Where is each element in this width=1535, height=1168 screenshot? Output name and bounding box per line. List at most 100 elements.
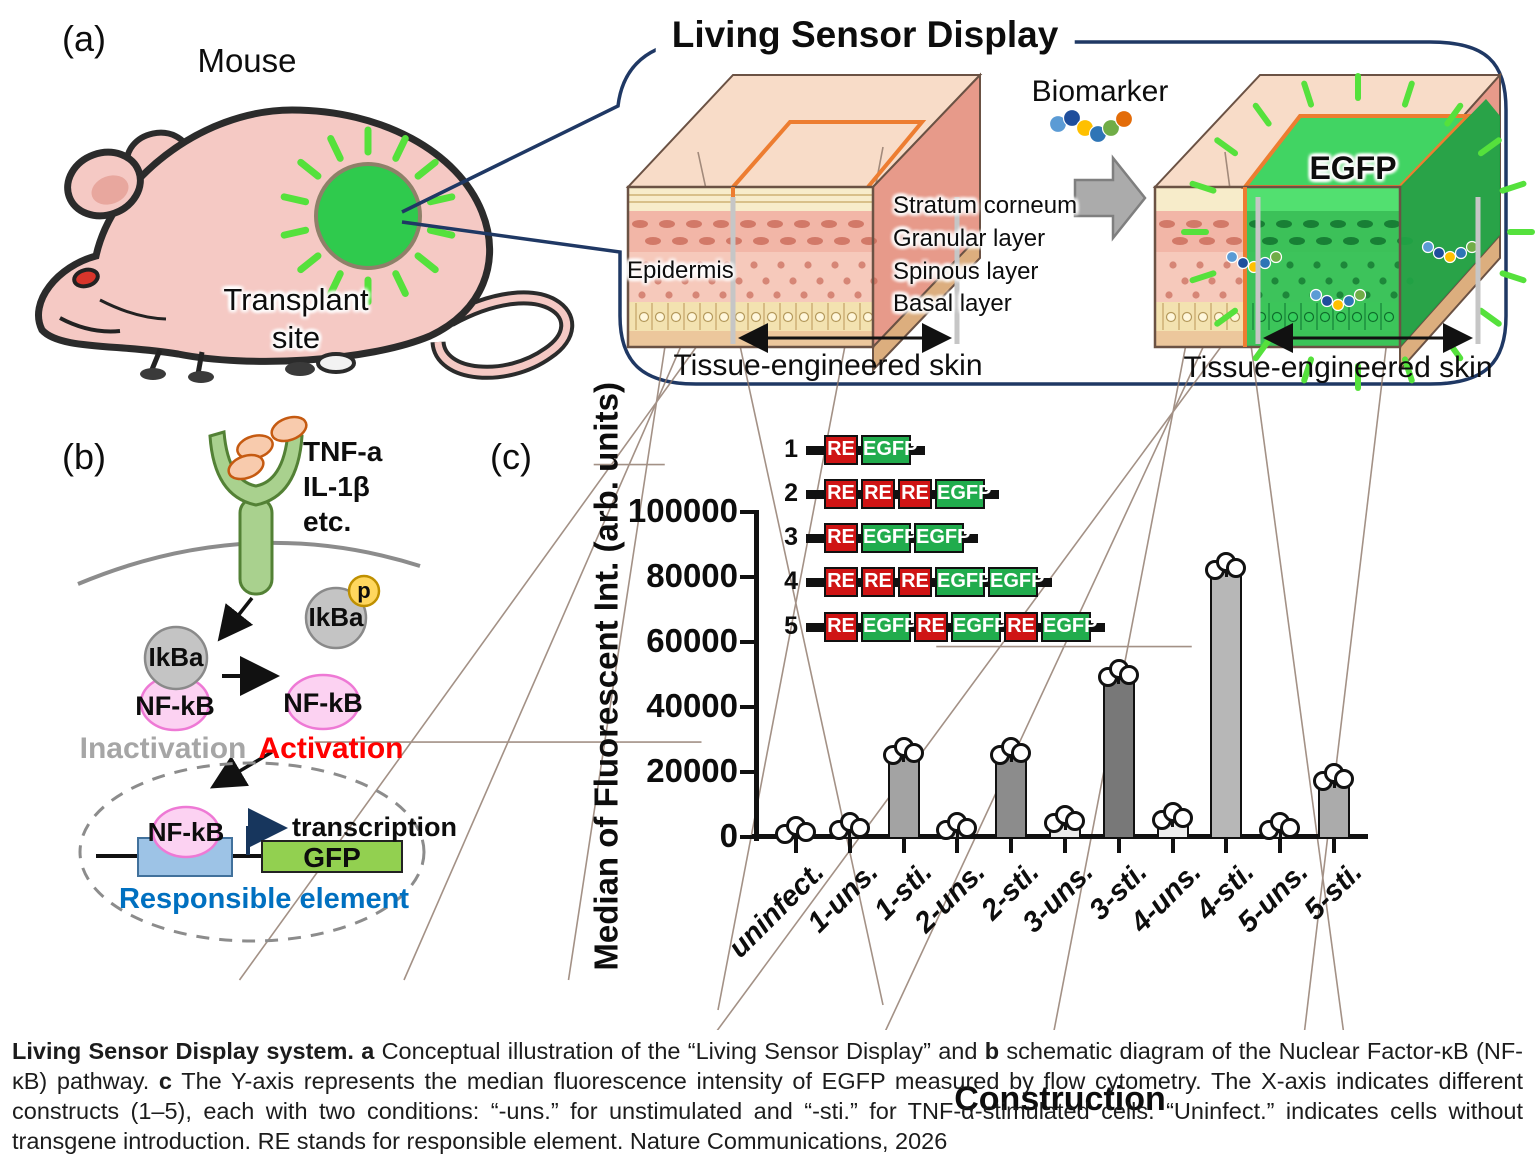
y-tick-label: 20000 [646,752,738,789]
phospho-circle [347,574,381,608]
construct-number: 5 [784,612,798,640]
biomarker-group [1048,108,1147,242]
caption-segment: b [984,1038,1000,1064]
mouse-illustration [35,106,575,383]
data-point [957,817,978,838]
glow-dash [1252,102,1272,127]
signal-arrow [217,596,254,642]
layer-label-stratum: Stratum corneum [893,192,1078,219]
biomarker-beads [1048,108,1134,144]
glow-dash [426,193,456,206]
glow-dash [1477,137,1502,157]
x-tick [1332,839,1336,853]
data-point [796,822,816,842]
construct-number: 1 [784,435,798,463]
caption-segment: Living Sensor Display system. a [12,1038,375,1064]
nfkb-bound-ellipse [151,805,221,859]
y-tick-label: 100000 [627,492,738,529]
transcription-label: transcription [292,812,458,842]
biomarker-bead [1320,294,1334,308]
translocation-arrow [209,750,273,789]
nfkb-nucleus-label: NF-kB [147,817,225,847]
glow-dash [327,270,344,297]
construct-egfp-box: EGFP [914,523,970,553]
layer-label-basal: Basal layer [893,290,1012,317]
biomarker-bead [1353,288,1367,302]
data-point [1334,768,1354,789]
glow-dash [1401,80,1415,108]
ligand-oval [227,453,265,481]
data-point [849,817,870,838]
figure-caption: Living Sensor Display system. a Conceptu… [12,1036,1523,1156]
construct-re-box: RE [1004,612,1038,642]
construct-re-box: RE [861,479,895,509]
glow-dash [1499,180,1527,194]
skin-block-normal [238,72,983,1011]
transplant-glow-dashes [280,126,456,306]
biomarker-bead [1432,246,1446,260]
glow-dash [280,226,310,239]
ikba-phospho-circle [304,586,368,650]
construct-egfp-box: EGFP [861,612,917,642]
glow-dash [1301,80,1315,108]
glow-dash [327,135,344,162]
nfkb-active-ellipse [285,673,361,731]
construct-re-box: RE [824,523,858,553]
glow-dash [1214,137,1239,157]
construct-re-box: RE [824,479,858,509]
biomarker-bead [1454,246,1468,260]
living-sensor-display-title: Living Sensor Display [655,15,1075,55]
phospho-label: p [357,578,371,603]
glow-dash [1477,307,1502,327]
biomarker-bead [1269,250,1283,264]
glow-dash [1214,307,1239,327]
construct-egfp-box: EGFP [861,435,917,465]
gfp-box [261,840,403,873]
construct-egfp-box: EGFP [861,523,917,553]
biomarker-bead [1225,250,1239,264]
x-tick [1224,839,1229,853]
layer-label-granular: Granular layer [893,225,1046,252]
ikba-phospho-label: IkBa [308,602,364,632]
biomarker-bead [1331,298,1345,312]
y-tick [740,770,755,774]
panel-c-label: (c) [490,436,532,477]
glow-dash [392,135,409,162]
epidermis-label: Epidermis [627,257,734,284]
construct-re-box: RE [824,435,858,465]
nfkb-active-label: NF-kB [283,688,363,718]
panel-a-label: (a) [62,18,106,59]
y-tick-label: 80000 [646,557,738,594]
transcription-arrow [246,808,288,855]
biomarker-bead [1236,256,1250,270]
construct-re-box: RE [898,479,932,509]
nfkb-inactive-label: NF-kB [135,691,215,721]
biomarker-bead [1443,250,1457,264]
glow-dash [297,158,322,180]
data-point [1226,557,1247,578]
glow-dash [297,252,322,274]
glow-dash [1189,180,1217,194]
data-point [1280,817,1301,838]
construct-number: 4 [784,567,798,595]
biomarker-label: Biomarker [1031,75,1169,108]
nucleus-dashed-ellipse [78,761,426,943]
data-point [1172,807,1193,828]
x-tick [1278,839,1283,853]
construct-re-box: RE [898,567,932,597]
construct-re-box: RE [824,612,858,642]
y-tick-label: 40000 [646,687,738,724]
tissue-engineered-skin-label-left: Tissue-engineered skin [673,349,983,382]
mouse-label: Mouse [197,42,297,79]
data-point [1065,811,1085,831]
x-tick [1063,839,1067,853]
y-tick [740,835,755,839]
bar-1-sti [887,755,920,839]
y-tick [740,510,755,514]
construct-re-box: RE [914,612,948,642]
y-tick-label: 60000 [646,622,738,659]
glow-dash [1444,102,1464,127]
construct-number: 3 [784,523,798,551]
x-axis-title: Construction [954,1080,1166,1118]
